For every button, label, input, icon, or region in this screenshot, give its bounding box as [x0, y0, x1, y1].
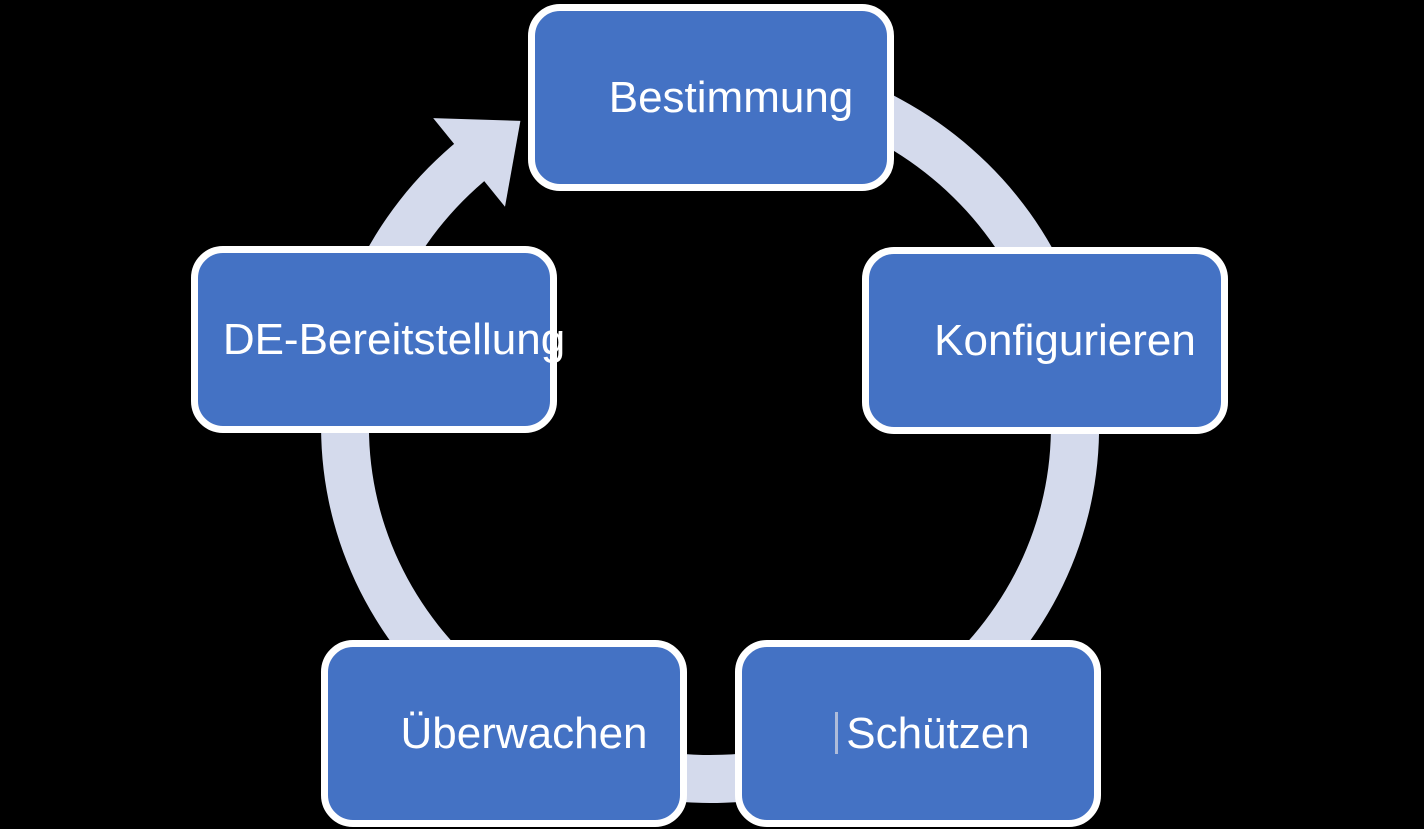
- cycle-arrowhead-icon: [433, 118, 521, 207]
- cycle-node-de-bereitstellung: DE-Bereitstellung: [191, 246, 565, 433]
- text-cursor: [835, 712, 838, 754]
- node-label-konfigurieren: Konfigurieren: [934, 315, 1196, 365]
- cycle-node-schuetzen: Schützen: [735, 640, 1101, 827]
- node-label-schuetzen: Schützen: [846, 708, 1030, 758]
- node-label-ueberwachen: Überwachen: [400, 708, 648, 758]
- cycle-node-konfigurieren: Konfigurieren: [862, 247, 1228, 434]
- cycle-node-bestimmung: Bestimmung: [528, 4, 894, 191]
- cycle-node-ueberwachen: Überwachen: [321, 640, 687, 827]
- node-label-de-bereitstellung: DE-Bereitstellung: [222, 314, 566, 364]
- node-label-bestimmung: Bestimmung: [608, 72, 854, 122]
